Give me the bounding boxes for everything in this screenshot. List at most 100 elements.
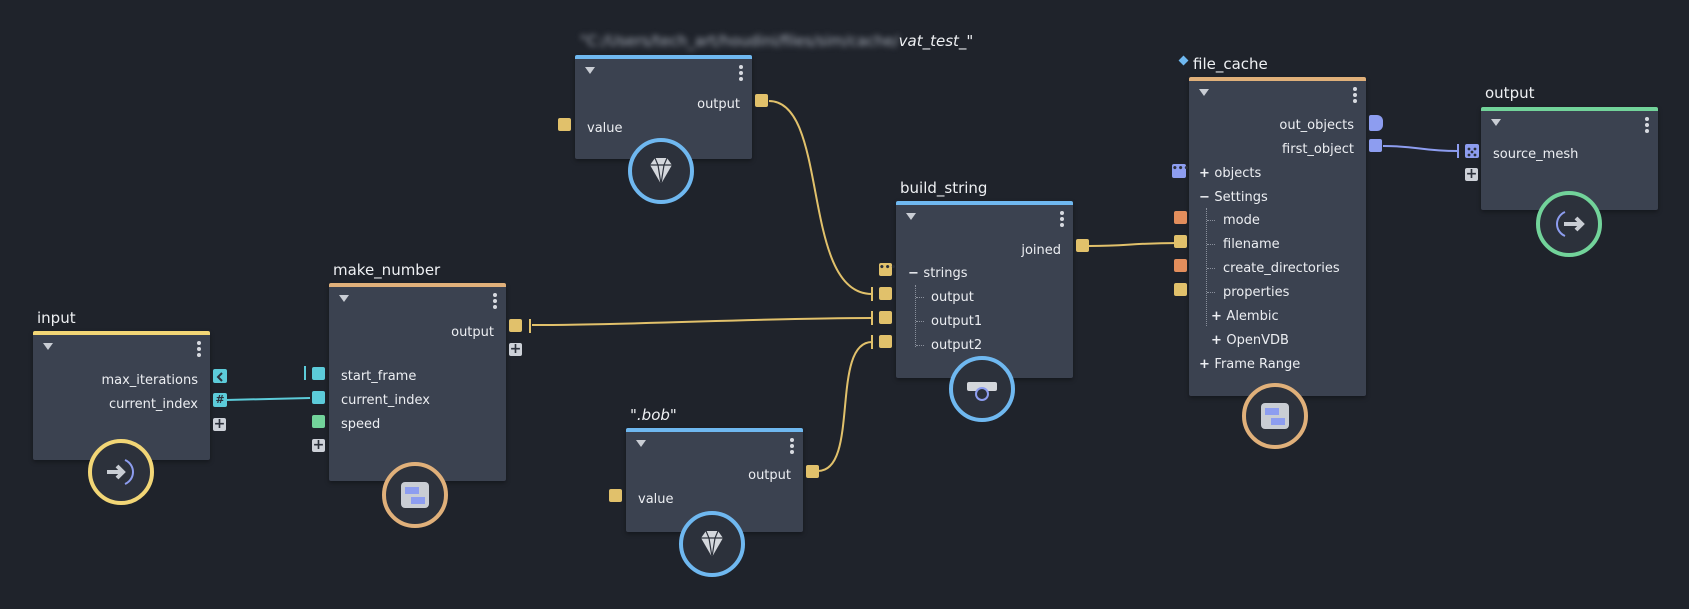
node-title-make-number: make_number: [333, 261, 441, 279]
collapse-arrow-icon[interactable]: [1491, 119, 1501, 126]
group-settings[interactable]: − Settings: [1199, 190, 1268, 206]
port-speed[interactable]: [312, 415, 325, 428]
node-make-number[interactable]: output start_frame current_index speed: [329, 283, 506, 481]
node-file-cache[interactable]: out_objects first_object + objects − Set…: [1189, 77, 1366, 396]
port-label-output: output: [931, 290, 974, 305]
port-first-object[interactable]: [1369, 139, 1382, 152]
port-label-output: output: [748, 468, 791, 483]
collapse-minus-icon[interactable]: −: [908, 266, 924, 281]
wire-current-index: [225, 397, 311, 401]
port-objects-group-icon[interactable]: •••: [1172, 164, 1189, 178]
port-label-current-index: current_index: [341, 393, 430, 408]
collapse-arrow-icon[interactable]: [339, 295, 349, 302]
node-menu-icon[interactable]: [196, 341, 202, 357]
port-filename[interactable]: [1174, 235, 1187, 248]
expand-plus-icon[interactable]: +: [1199, 166, 1215, 181]
port-label-joined: joined: [1021, 243, 1061, 258]
bob-value-gem-icon: [679, 511, 745, 577]
node-title-bob-value: ".bob": [630, 406, 677, 424]
group-alembic[interactable]: + Alembic: [1211, 309, 1279, 325]
node-title-build-string: build_string: [900, 179, 988, 197]
tree-guide: [915, 285, 916, 347]
port-output[interactable]: [806, 465, 819, 478]
tree-branch: [916, 321, 924, 322]
collapse-minus-icon[interactable]: −: [1199, 190, 1215, 205]
expand-plus-icon[interactable]: +: [1211, 333, 1227, 348]
collapse-arrow-icon[interactable]: [585, 67, 595, 74]
port-max-iterations-icon[interactable]: [213, 369, 227, 383]
add-port-button[interactable]: +: [312, 437, 325, 453]
node-title-output: output: [1485, 84, 1535, 102]
tree-branch: [1207, 268, 1215, 269]
node-menu-icon[interactable]: [492, 293, 498, 309]
port-label-output1: output1: [931, 314, 983, 329]
group-frame-range[interactable]: + Frame Range: [1199, 357, 1300, 373]
port-start-frame[interactable]: [312, 367, 325, 380]
group-label-strings: strings: [923, 266, 968, 281]
port-output[interactable]: [755, 94, 768, 107]
collapse-arrow-icon[interactable]: [43, 343, 53, 350]
port-current-index-hash-icon[interactable]: #: [213, 393, 227, 407]
make-number-node-icon: [382, 462, 448, 528]
port-label-source-mesh: source_mesh: [1493, 147, 1579, 162]
connection-stub: [871, 311, 873, 325]
group-label-frame-range: Frame Range: [1214, 357, 1301, 372]
port-label-start-frame: start_frame: [341, 369, 417, 384]
port-label-max-iterations: max_iterations: [101, 373, 198, 388]
collapse-arrow-icon[interactable]: [906, 213, 916, 220]
node-menu-icon[interactable]: [1644, 117, 1650, 133]
wire-bob-value-to-strings: [817, 341, 873, 472]
port-output2[interactable]: [879, 335, 892, 348]
port-label-speed: speed: [341, 417, 381, 432]
port-value[interactable]: [558, 118, 571, 131]
port-label-mode: mode: [1223, 213, 1260, 228]
port-create-directories[interactable]: [1174, 259, 1187, 272]
node-build-string[interactable]: joined − strings output output1 output2: [896, 201, 1073, 378]
port-label-output2: output2: [931, 338, 983, 353]
group-label-settings: Settings: [1214, 190, 1268, 205]
port-value[interactable]: [609, 489, 622, 502]
add-port-button[interactable]: +: [509, 341, 522, 357]
port-label-first-object: first_object: [1282, 142, 1354, 157]
collapse-arrow-icon[interactable]: [636, 440, 646, 447]
connection-stub: [871, 287, 873, 301]
node-menu-icon[interactable]: [1352, 87, 1358, 103]
node-menu-icon[interactable]: [789, 438, 795, 454]
path-value-gem-icon: [628, 138, 694, 204]
node-menu-icon[interactable]: [738, 65, 744, 81]
port-out-objects[interactable]: [1369, 115, 1383, 131]
node-menu-icon[interactable]: [1059, 211, 1065, 227]
wire-make-number-to-strings: [531, 317, 873, 326]
collapse-arrow-icon[interactable]: [1199, 89, 1209, 96]
connection-stub: [1457, 144, 1459, 158]
build-string-camera-icon: [949, 356, 1015, 422]
port-label-current-index: current_index: [109, 397, 198, 412]
group-strings[interactable]: − strings: [908, 266, 968, 282]
port-source-mesh-icon[interactable]: [1465, 144, 1479, 158]
port-output[interactable]: [879, 287, 892, 300]
port-strings-group-icon[interactable]: •••: [879, 263, 896, 276]
tree-branch: [1207, 292, 1215, 293]
port-label-output: output: [451, 325, 494, 340]
group-objects[interactable]: + objects: [1199, 166, 1261, 182]
group-openvdb[interactable]: + OpenVDB: [1211, 333, 1289, 349]
tree-guide: [1206, 208, 1207, 326]
port-output[interactable]: [509, 319, 522, 332]
add-port-button[interactable]: +: [1465, 166, 1478, 182]
node-input[interactable]: max_iterations current_index: [33, 331, 210, 460]
connection-stub: [529, 319, 531, 333]
blurred-path: "C:/Users/tech_art/houdini/files/sim/cac…: [580, 32, 899, 50]
node-title-path-value: "C:/Users/tech_art/houdini/files/sim/cac…: [580, 32, 973, 50]
port-mode[interactable]: [1174, 211, 1187, 224]
path-suffix: vat_test_": [898, 32, 974, 50]
port-joined[interactable]: [1076, 239, 1089, 252]
expand-plus-icon[interactable]: +: [1211, 309, 1227, 324]
expand-plus-icon[interactable]: +: [1199, 357, 1215, 372]
port-current-index[interactable]: [312, 391, 325, 404]
tree-branch: [916, 345, 924, 346]
wire-joined-to-filename: [1088, 242, 1181, 247]
port-output1[interactable]: [879, 311, 892, 324]
add-port-button[interactable]: +: [213, 416, 226, 432]
port-properties[interactable]: [1174, 283, 1187, 296]
